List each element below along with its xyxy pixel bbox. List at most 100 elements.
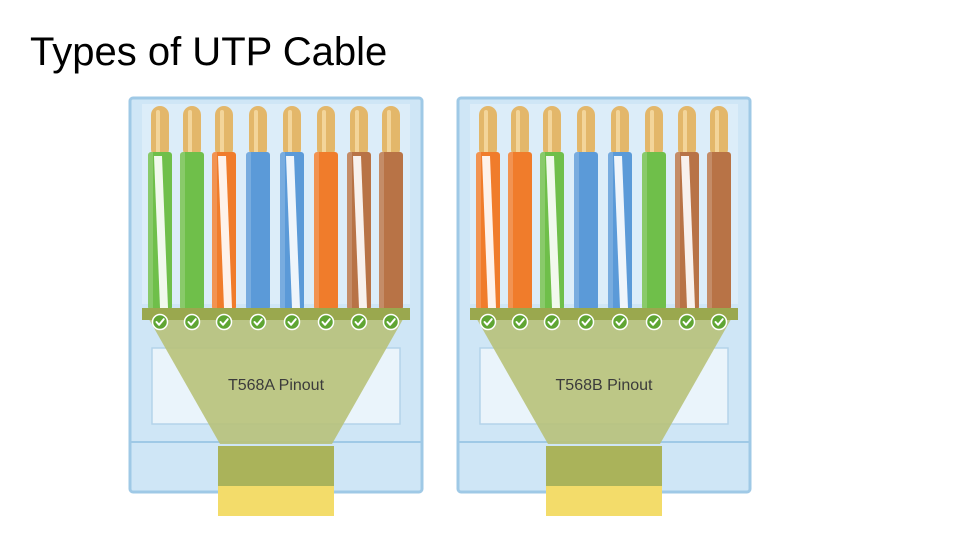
- wire-stripe: [681, 156, 695, 308]
- check-circle: [611, 313, 629, 331]
- wire-insulation: [246, 152, 270, 310]
- copper-highlight: [683, 110, 687, 154]
- contact-strip: [470, 308, 738, 320]
- copper-highlight: [516, 110, 520, 154]
- copper-highlight: [484, 110, 488, 154]
- check-mark: [219, 318, 229, 326]
- check-icon: [511, 313, 529, 331]
- wire-funnel: [474, 314, 734, 444]
- t568a-wire-4: [246, 106, 270, 310]
- t568b-wire-6: [642, 106, 666, 310]
- wire-shine: [379, 152, 384, 310]
- copper-highlight: [288, 110, 292, 154]
- wire-shine: [280, 152, 285, 310]
- check-circle: [543, 313, 561, 331]
- wire-insulation: [180, 152, 204, 310]
- check-circle: [249, 313, 267, 331]
- wire-shine: [148, 152, 153, 310]
- cable-jacket-yellow: [218, 484, 334, 516]
- t568a-wire-6: [314, 106, 338, 310]
- check-icon: [382, 313, 400, 331]
- check-mark: [714, 318, 724, 326]
- wire-shine: [574, 152, 579, 310]
- check-icon: [645, 313, 663, 331]
- copper-highlight: [355, 110, 359, 154]
- check-circle: [382, 313, 400, 331]
- copper-highlight: [188, 110, 192, 154]
- t568b-connector: T568B Pinout: [456, 96, 752, 520]
- check-circle: [317, 313, 335, 331]
- copper-highlight: [156, 110, 160, 154]
- t568a-connector: T568A Pinout: [128, 96, 424, 520]
- t568b-wire-5: [608, 106, 632, 310]
- check-circle: [183, 313, 201, 331]
- check-mark: [354, 318, 364, 326]
- wire-shine: [476, 152, 481, 310]
- check-mark: [682, 318, 692, 326]
- contact-strip: [142, 308, 410, 320]
- wire-stripe: [546, 156, 560, 308]
- check-mark: [547, 318, 557, 326]
- t568b-wire-3: [540, 106, 564, 310]
- wire-shine: [540, 152, 545, 310]
- check-icon: [678, 313, 696, 331]
- t568a-connector-graphic: T568A Pinout: [128, 96, 424, 516]
- cable-jacket: [546, 446, 662, 486]
- check-mark: [515, 318, 525, 326]
- wire-insulation: [379, 152, 403, 310]
- copper-highlight: [254, 110, 258, 154]
- wire-stripe: [353, 156, 367, 308]
- check-mark: [155, 318, 165, 326]
- check-circle: [151, 313, 169, 331]
- wire-stripe: [482, 156, 496, 308]
- wire-stripe: [614, 156, 628, 308]
- check-icon: [479, 313, 497, 331]
- wire-insulation: [707, 152, 731, 310]
- t568a-wire-3: [212, 106, 236, 310]
- wire-funnel: [146, 314, 406, 444]
- copper-highlight: [548, 110, 552, 154]
- copper-highlight: [220, 110, 224, 154]
- pinout-label: T568B Pinout: [556, 377, 654, 394]
- t568b-wire-7: [675, 106, 699, 310]
- wire-shine: [347, 152, 352, 310]
- wire-shine: [707, 152, 712, 310]
- check-circle: [479, 313, 497, 331]
- copper-highlight: [650, 110, 654, 154]
- t568b-wire-8: [707, 106, 731, 310]
- check-circle: [710, 313, 728, 331]
- check-icon: [543, 313, 561, 331]
- check-mark: [649, 318, 659, 326]
- t568b-connector-graphic: T568B Pinout: [456, 96, 752, 516]
- check-mark: [615, 318, 625, 326]
- check-icon: [710, 313, 728, 331]
- wire-insulation: [508, 152, 532, 310]
- check-circle: [678, 313, 696, 331]
- check-circle: [350, 313, 368, 331]
- cable-jacket-yellow: [546, 484, 662, 516]
- t568a-wire-1: [148, 106, 172, 310]
- t568a-wire-8: [379, 106, 403, 310]
- wire-insulation: [314, 152, 338, 310]
- check-mark: [253, 318, 263, 326]
- wire-stripe: [154, 156, 168, 308]
- t568a-wire-7: [347, 106, 371, 310]
- check-icon: [350, 313, 368, 331]
- check-mark: [483, 318, 493, 326]
- check-circle: [511, 313, 529, 331]
- check-icon: [151, 313, 169, 331]
- check-mark: [187, 318, 197, 326]
- t568b-wire-2: [508, 106, 532, 310]
- check-circle: [577, 313, 595, 331]
- wire-shine: [212, 152, 217, 310]
- wire-shine: [675, 152, 680, 310]
- wire-shine: [180, 152, 185, 310]
- copper-highlight: [582, 110, 586, 154]
- check-icon: [183, 313, 201, 331]
- check-mark: [321, 318, 331, 326]
- check-mark: [287, 318, 297, 326]
- wire-shine: [246, 152, 251, 310]
- t568b-wire-4: [574, 106, 598, 310]
- check-icon: [249, 313, 267, 331]
- slide-title: Types of UTP Cable: [30, 30, 388, 74]
